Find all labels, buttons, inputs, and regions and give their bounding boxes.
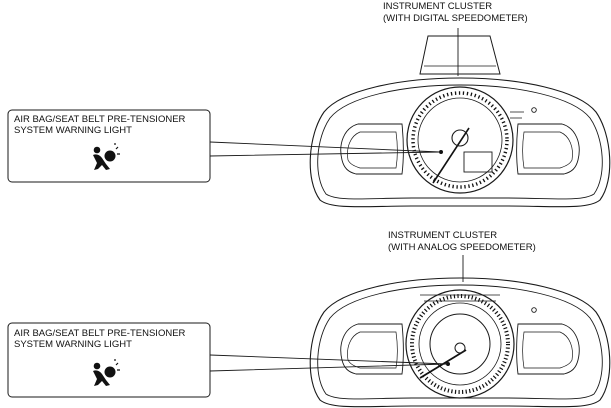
digital-cluster-label-line2: (WITH DIGITAL SPEEDOMETER) [383, 13, 528, 24]
digital-airbag-callout-box [7, 109, 211, 183]
digital-callout-leader [209, 141, 441, 157]
digital-callout-line1: AIR BAG/SEAT BELT PRE-TENSIONER [14, 114, 186, 125]
analog-airbag-callout-text: AIR BAG/SEAT BELT PRE-TENSIONER SYSTEM W… [14, 328, 188, 350]
digital-instrument-cluster [309, 35, 611, 208]
digital-cluster-label-line1: INSTRUMENT CLUSTER [383, 1, 492, 12]
digital-callout-line2: SYSTEM WARNING LIGHT [14, 125, 132, 136]
analog-cluster-label: INSTRUMENT CLUSTER (WITH ANALOG SPEEDOME… [388, 230, 536, 253]
analog-cluster-label-line2: (WITH ANALOG SPEEDOMETER) [388, 242, 536, 253]
analog-instrument-cluster [309, 277, 611, 408]
analog-callout-leader [209, 354, 448, 372]
digital-cluster-label: INSTRUMENT CLUSTER (WITH DIGITAL SPEEDOM… [383, 1, 528, 24]
digital-airbag-callout-text: AIR BAG/SEAT BELT PRE-TENSIONER SYSTEM W… [14, 114, 188, 136]
analog-callout-line2: SYSTEM WARNING LIGHT [14, 339, 132, 350]
analog-airbag-callout-box [7, 322, 211, 398]
analog-cluster-label-line1: INSTRUMENT CLUSTER [388, 230, 497, 241]
analog-callout-line1: AIR BAG/SEAT BELT PRE-TENSIONER [14, 328, 186, 339]
